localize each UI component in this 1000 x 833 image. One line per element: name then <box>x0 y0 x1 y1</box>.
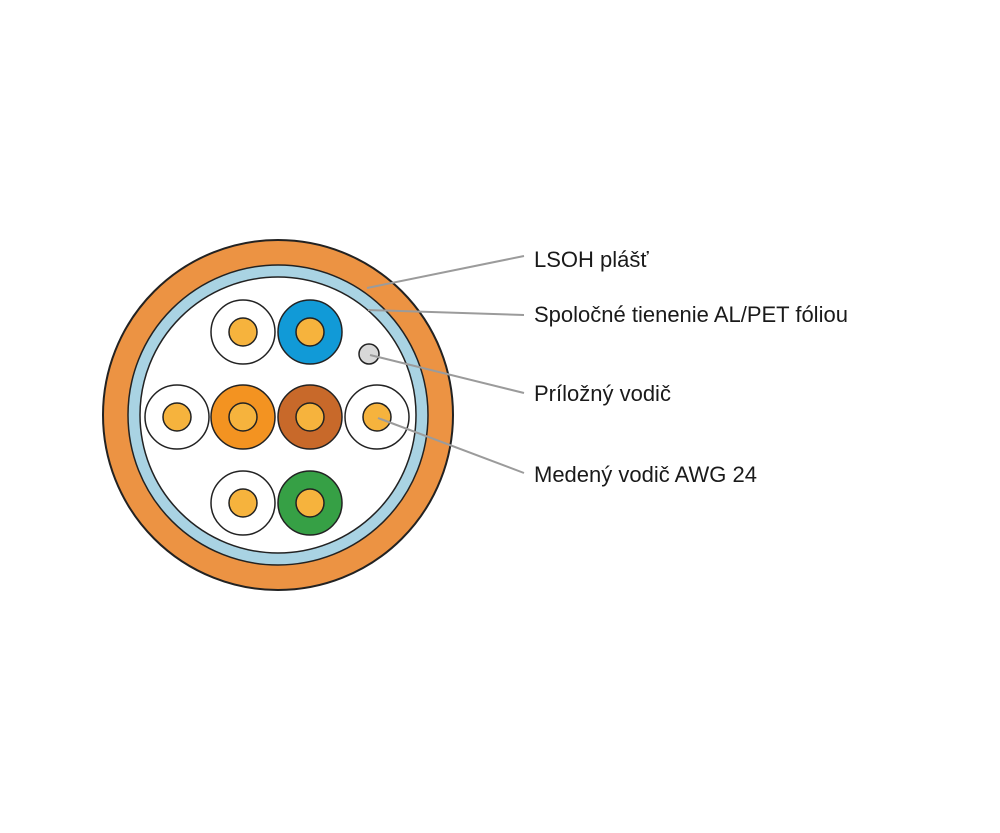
wire-white-brown <box>344 384 410 450</box>
copper-conductor <box>362 402 392 432</box>
wire-brown <box>277 384 343 450</box>
wire-white-orange <box>144 384 210 450</box>
drain-wire <box>358 343 380 365</box>
label-drain-wire: Príložný vodič <box>534 381 671 406</box>
copper-conductor <box>295 317 325 347</box>
leader-line-conductor <box>377 417 525 474</box>
copper-conductor <box>162 402 192 432</box>
wire-orange <box>210 384 276 450</box>
label-shield: Spoločné tienenie AL/PET fóliou <box>534 302 848 327</box>
copper-conductor <box>295 488 325 518</box>
leader-line-shield <box>367 309 525 316</box>
copper-conductor <box>295 402 325 432</box>
wire-white-green <box>210 470 276 536</box>
leader-line-jacket <box>366 255 525 289</box>
label-copper-conductor: Medený vodič AWG 24 <box>534 462 757 487</box>
wire-green <box>277 470 343 536</box>
copper-conductor <box>228 402 258 432</box>
copper-conductor <box>228 488 258 518</box>
copper-conductor <box>228 317 258 347</box>
leader-line-drain <box>369 354 525 394</box>
label-lsoh-jacket: LSOH plášť <box>534 247 649 272</box>
wire-white-blue <box>210 299 276 365</box>
wire-blue <box>277 299 343 365</box>
